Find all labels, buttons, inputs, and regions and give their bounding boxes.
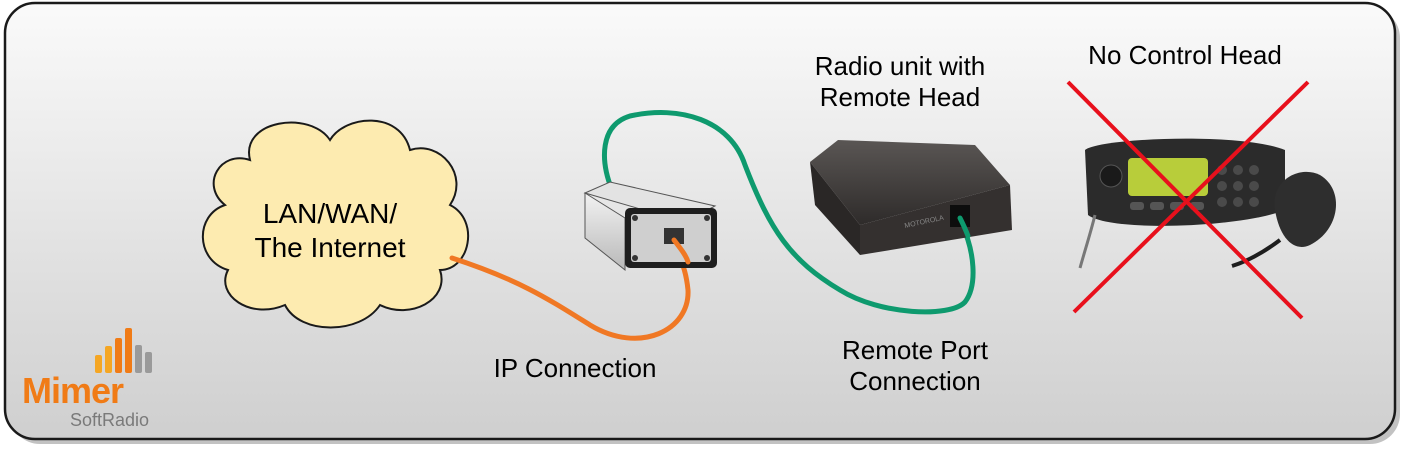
cloud-label: LAN/WAN/ The Internet <box>215 197 445 264</box>
remote-port-label-line2: Connection <box>849 366 981 397</box>
cross-icon <box>1066 80 1310 320</box>
cloud-label-line2: The Internet <box>254 231 406 263</box>
signal-bars-icon <box>95 328 152 373</box>
cloud-label-line1: LAN/WAN/ <box>262 198 398 229</box>
ip-connection-label: IP Connection <box>470 353 680 384</box>
no-control-head-text: No Control Head <box>1088 40 1282 70</box>
radio-unit-label: Radio unit with Remote Head <box>785 51 1015 113</box>
radio-unit-icon: MOTOROLA <box>810 140 1012 255</box>
remote-port-label: Remote Port Connection <box>810 335 1020 397</box>
network-adapter-icon <box>583 181 717 272</box>
logo-product: SoftRadio <box>70 410 150 430</box>
ip-connection-text: IP Connection <box>493 353 657 383</box>
radio-unit-label-line1: Radio unit with <box>814 51 986 81</box>
radio-unit-label-line2: Remote Head <box>819 82 981 113</box>
remote-port-label-line1: Remote Port <box>842 335 988 365</box>
cloud-icon <box>201 119 469 329</box>
ip-cable <box>449 242 691 341</box>
logo-brand: Mimer <box>22 370 124 411</box>
remote-port-cable <box>602 110 976 315</box>
no-control-head-label: No Control Head <box>1055 40 1315 71</box>
